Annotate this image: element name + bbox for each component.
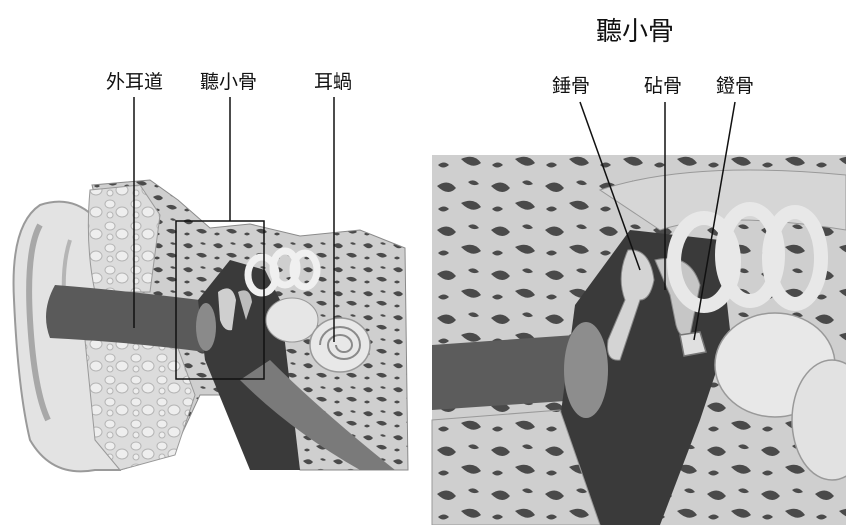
label-stapes: 鐙骨 bbox=[716, 71, 754, 98]
zoom-canal bbox=[432, 335, 580, 410]
label-ossicles: 聽小骨 bbox=[200, 67, 257, 94]
left-ear-illustration bbox=[14, 180, 408, 471]
cartilage-upper bbox=[88, 185, 160, 292]
label-malleus: 錘骨 bbox=[552, 71, 590, 98]
cochlea-shape bbox=[310, 318, 370, 372]
right-zoom-illustration bbox=[432, 155, 846, 525]
label-cochlea: 耳蝸 bbox=[314, 67, 352, 94]
label-incus: 砧骨 bbox=[644, 71, 682, 98]
panel-title: 聽小骨 bbox=[596, 11, 674, 48]
label-ear-canal: 外耳道 bbox=[106, 67, 163, 94]
